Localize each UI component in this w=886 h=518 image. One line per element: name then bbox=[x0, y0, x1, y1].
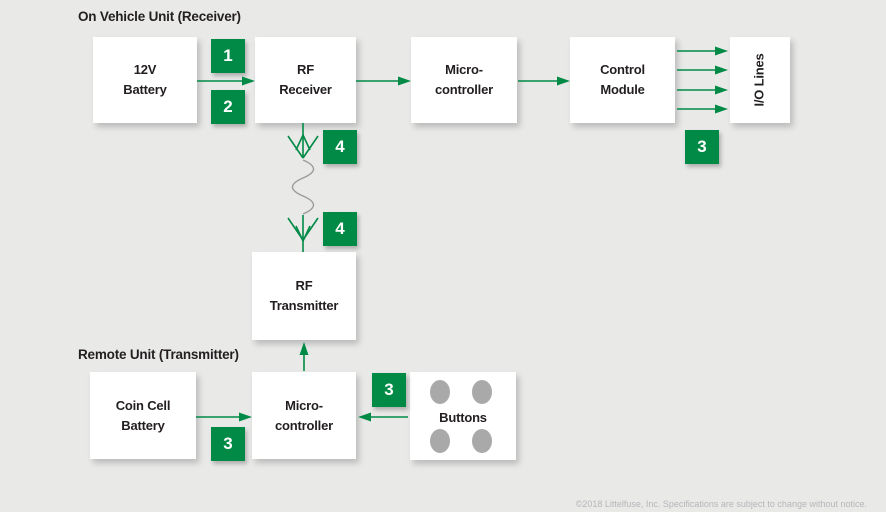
arrow-buttons-to-microcontroller bbox=[358, 412, 408, 422]
arrow-microcontroller-to-rf-transmitter bbox=[299, 342, 309, 371]
block-12v-battery: 12V Battery bbox=[93, 37, 197, 123]
block-microcontroller-remote-line1: Micro- bbox=[285, 397, 323, 413]
block-io-lines: I/O Lines bbox=[730, 37, 790, 123]
block-control-module-line2: Module bbox=[600, 82, 645, 97]
badge-2: 2 bbox=[211, 90, 245, 124]
badge-4-transmitter-antenna: 4 bbox=[323, 212, 357, 246]
arrow-rf-receiver-to-microcontroller bbox=[356, 76, 411, 86]
transmitter-section-title: Remote Unit (Transmitter) bbox=[78, 347, 239, 362]
badge-3-io-lines: 3 bbox=[685, 130, 719, 164]
rf-wave-icon bbox=[291, 159, 315, 215]
block-rf-receiver-line1: RF bbox=[297, 62, 314, 77]
block-rf-transmitter-line2: Transmitter bbox=[269, 298, 339, 313]
block-coin-cell-battery: Coin Cell Battery bbox=[90, 372, 196, 459]
block-rf-receiver-line2: Receiver bbox=[279, 82, 332, 97]
block-microcontroller-remote-line2: controller bbox=[275, 417, 333, 433]
block-microcontroller-receiver-line1: Micro- bbox=[445, 62, 483, 77]
block-control-module-line1: Control bbox=[600, 62, 645, 77]
block-buttons-label: Buttons bbox=[439, 410, 487, 425]
block-rf-transmitter-line1: RF bbox=[295, 278, 313, 293]
block-microcontroller-remote: Micro- controller bbox=[252, 372, 356, 459]
block-buttons: Buttons bbox=[410, 372, 516, 460]
badge-3-coin-cell: 3 bbox=[211, 427, 245, 461]
arrow-microcontroller-to-control-module bbox=[518, 76, 570, 86]
block-microcontroller-receiver: Micro- controller bbox=[411, 37, 517, 123]
receiver-antenna-icon bbox=[287, 123, 319, 159]
block-12v-battery-line2: Battery bbox=[123, 82, 167, 97]
button-dot-icon bbox=[472, 429, 492, 453]
block-coin-cell-battery-line1: Coin Cell bbox=[115, 397, 171, 413]
receiver-section-title: On Vehicle Unit (Receiver) bbox=[78, 9, 241, 24]
button-dot-icon bbox=[430, 429, 450, 453]
arrow-battery-to-rf-receiver bbox=[197, 76, 255, 86]
arrow-control-module-to-io-4 bbox=[677, 104, 728, 114]
block-io-lines-label: I/O Lines bbox=[751, 53, 767, 107]
block-12v-battery-line1: 12V bbox=[133, 62, 157, 77]
copyright-notice: ©2018 Littelfuse, Inc. Specifications ar… bbox=[575, 499, 867, 509]
arrow-control-module-to-io-3 bbox=[677, 85, 728, 95]
badge-4-receiver-antenna: 4 bbox=[323, 130, 357, 164]
block-coin-cell-battery-line2: Battery bbox=[121, 417, 165, 433]
bottom-strip bbox=[0, 512, 886, 518]
button-dot-icon bbox=[430, 380, 450, 404]
arrow-coin-cell-to-microcontroller bbox=[196, 412, 252, 422]
button-dot-icon bbox=[472, 380, 492, 404]
arrow-control-module-to-io-2 bbox=[677, 65, 728, 75]
transmitter-antenna-icon bbox=[287, 215, 319, 252]
block-rf-receiver: RF Receiver bbox=[255, 37, 356, 123]
arrow-control-module-to-io-1 bbox=[677, 46, 728, 56]
badge-1: 1 bbox=[211, 39, 245, 73]
block-rf-transmitter: RF Transmitter bbox=[252, 252, 356, 340]
badge-3-buttons: 3 bbox=[372, 373, 406, 407]
block-control-module: Control Module bbox=[570, 37, 675, 123]
block-microcontroller-receiver-line2: controller bbox=[435, 82, 493, 97]
